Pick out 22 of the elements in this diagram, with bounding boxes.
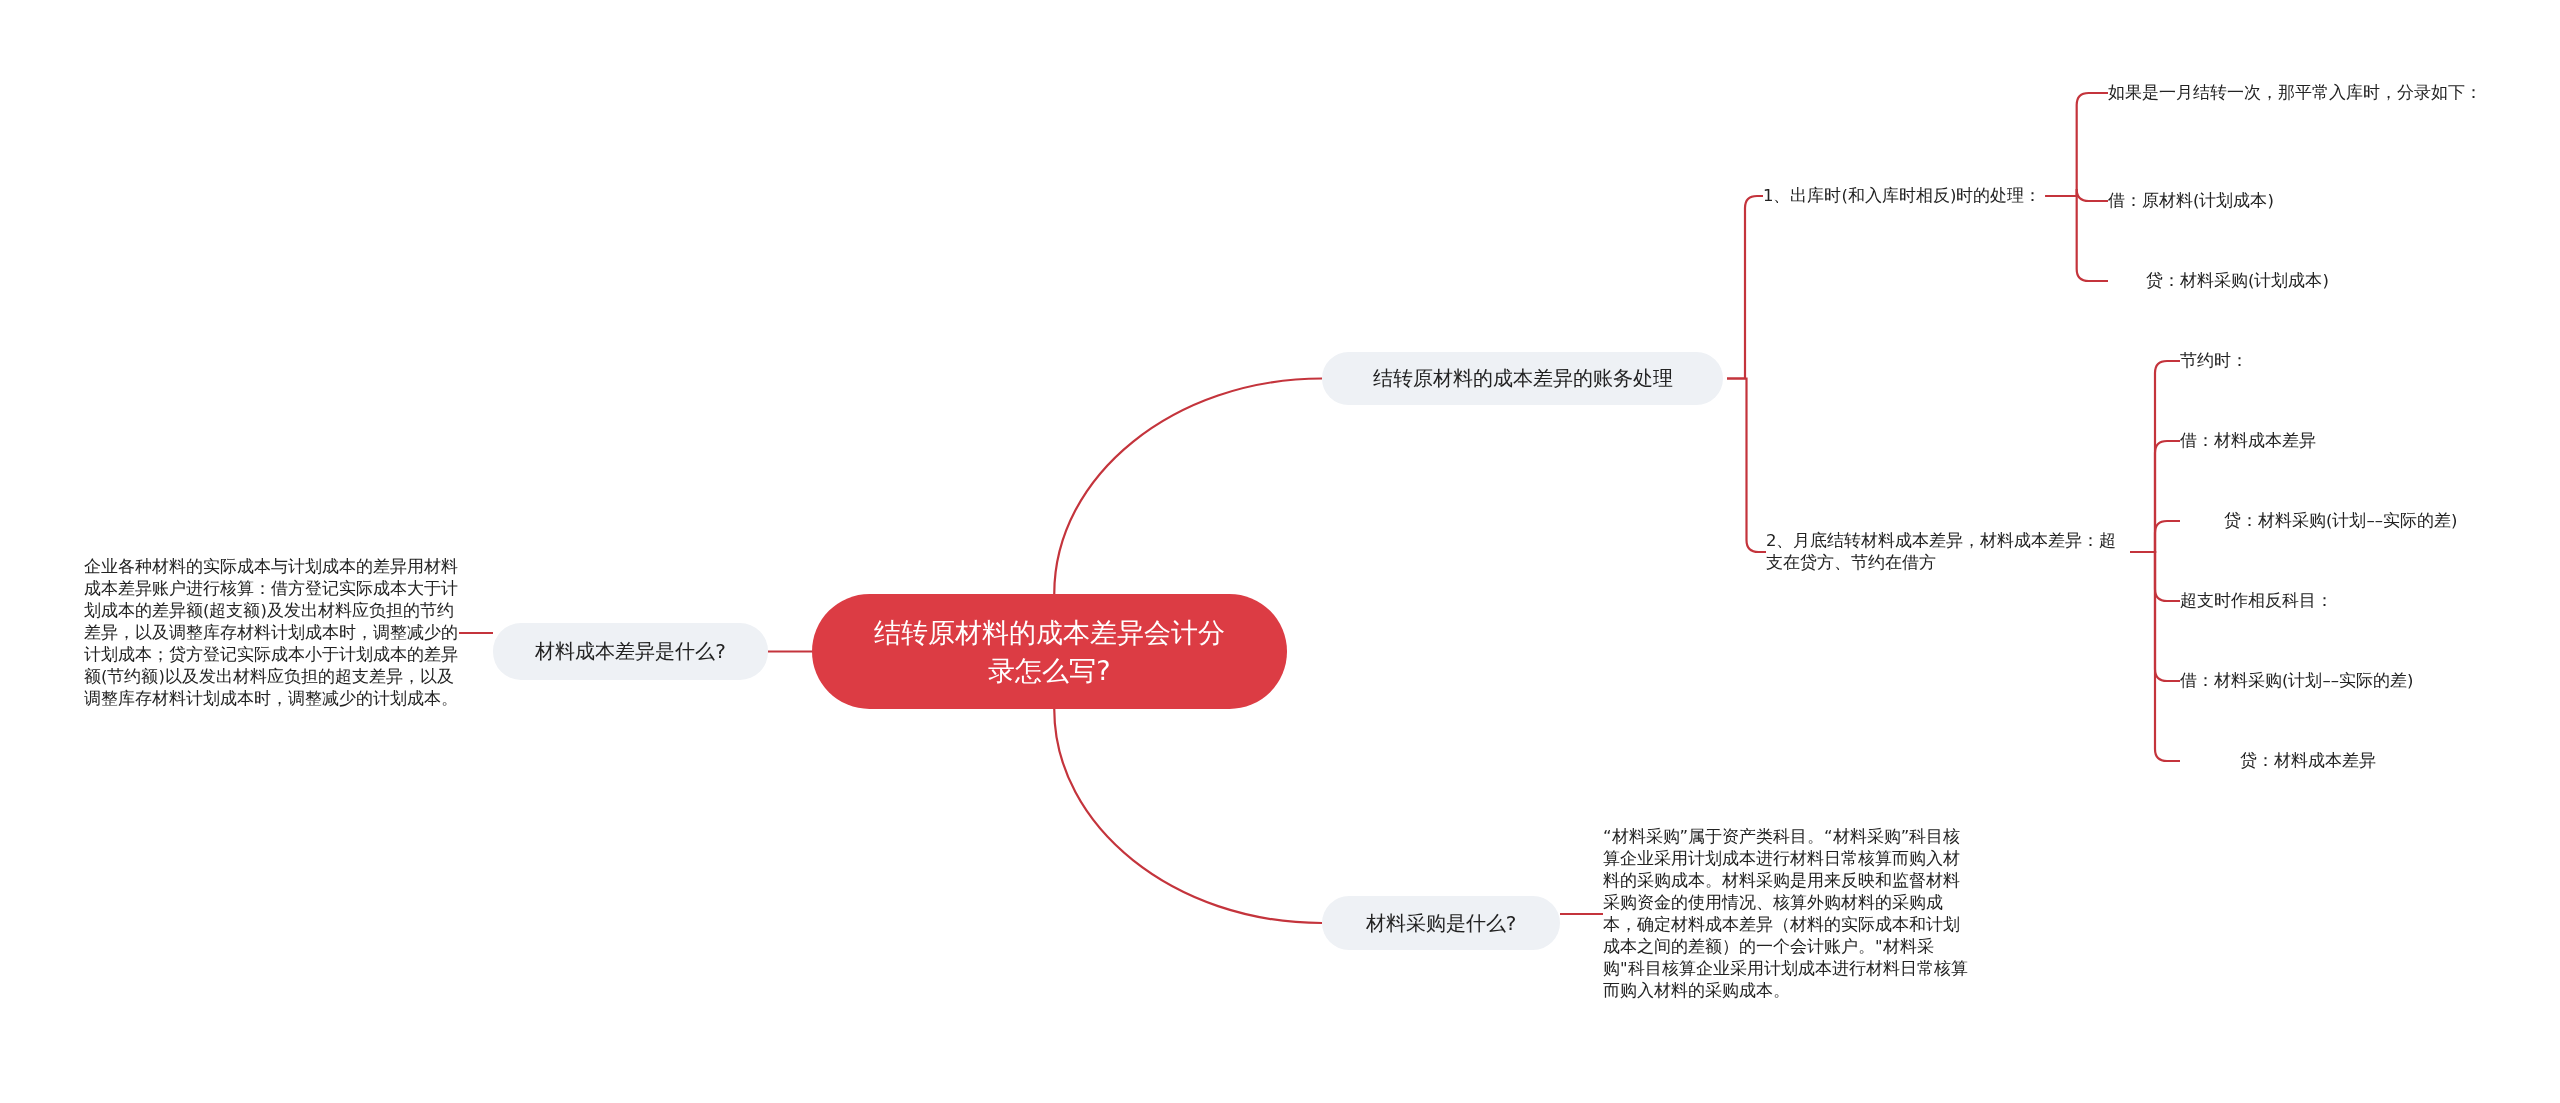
- topic-bubble: 结转原材料的成本差异的账务处理: [1322, 352, 1723, 405]
- topic-text: 借：材料采购(计划––实际的差): [2180, 670, 2414, 692]
- topic-text: 贷：材料采购(计划成本): [2108, 270, 2329, 292]
- connector-line: [1053, 377, 1323, 595]
- topic-bubble: 材料成本差异是什么?: [493, 623, 768, 680]
- connector-line: [1053, 708, 1323, 925]
- topic-text: 贷：材料成本差异: [2180, 750, 2376, 772]
- topic-bubble: 材料采购是什么?: [1322, 896, 1560, 950]
- connector-line: [768, 650, 812, 653]
- connector-line: [459, 631, 493, 635]
- topic-text: 企业各种材料的实际成本与计划成本的差异用材料成本差异账户进行核算：借方登记实际成本大于计划成本的差异额(超支额)及发出材料应负担的节约差异，以及调整库存材料计划成本时，调整减少的计划成本；贷方登记实际成本小于计划成本的差异额(节约额)以及发出材料应负担的超支差异，以及调整库存材料计划成本时，调整减少的计划成本。: [84, 556, 459, 710]
- topic-text: 超支时作相反科目：: [2180, 590, 2333, 612]
- topic-text: 贷：材料采购(计划––实际的差): [2180, 510, 2458, 532]
- topic-text: 1、出库时(和入库时相反)时的处理：: [1763, 185, 2042, 207]
- topic-text: 借：原材料(计划成本): [2108, 190, 2274, 212]
- central-topic: 结转原材料的成本差异会计分录怎么写?: [812, 594, 1287, 709]
- topic-text: “材料采购”属于资产类科目。“材料采购”科目核算企业采用计划成本进行材料日常核算而购入材料的采购成本。材料采购是用来反映和监督材料采购资金的使用情况、核算外购材料的采购成本，确定材料成本差异（材料的实际成本和计划成本之间的差额）的一个会计账户。"材料采购"科目核算企业采用计划成本进行材料日常核算而购入材料的采购成本。: [1603, 826, 1975, 1002]
- topic-text: 借：材料成本差异: [2180, 430, 2316, 452]
- topic-text: 节约时：: [2180, 350, 2248, 372]
- topic-text: 如果是一月结转一次，那平常入库时，分录如下：: [2108, 82, 2488, 104]
- topic-text: 2、月底结转材料成本差异，材料成本差异：超支在贷方、节约在借方: [1766, 530, 2126, 574]
- connector-line: [1560, 912, 1603, 916]
